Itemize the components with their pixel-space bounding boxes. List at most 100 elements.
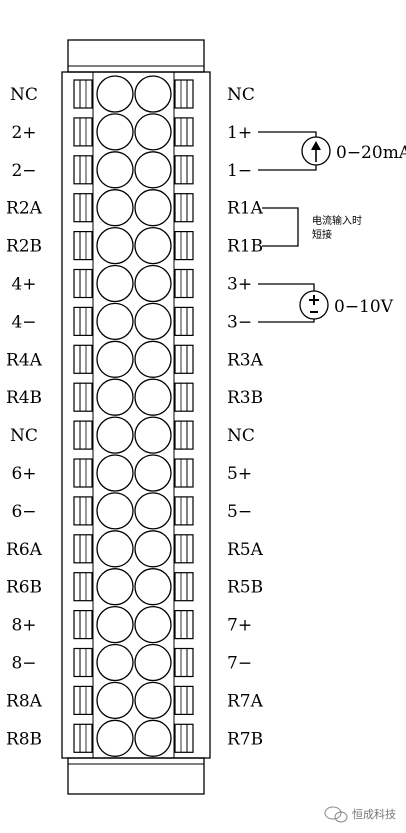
left-pin-label: R8B <box>6 729 42 749</box>
left-screw-hole <box>96 264 134 303</box>
right-pin-labels: NC1+1−R1AR1B3+3−R3AR3BNC5+5−R5AR5B7+7−R7… <box>227 85 264 749</box>
left-clamp <box>73 79 93 109</box>
left-pin-label: 2+ <box>11 123 36 143</box>
right-pin-label: R7A <box>227 691 264 711</box>
right-clamp <box>174 723 194 753</box>
left-pin-label: 6+ <box>11 464 36 484</box>
right-pin-label: 1− <box>227 161 252 181</box>
left-pin-label: 4− <box>11 312 36 332</box>
left-clamp <box>73 647 93 678</box>
terminal-row <box>73 530 194 568</box>
left-clamp <box>73 496 93 526</box>
right-pin-label: R5B <box>227 578 263 598</box>
right-pin-label: 7+ <box>227 616 252 636</box>
left-screw-hole <box>96 416 134 454</box>
terminal-row <box>73 378 194 416</box>
left-screw-hole <box>96 605 134 644</box>
left-clamp <box>73 344 93 374</box>
left-pin-label: 4+ <box>11 275 36 295</box>
left-clamp <box>73 534 93 564</box>
left-screw-hole <box>96 568 134 606</box>
left-clamp <box>73 117 93 147</box>
left-screw-hole <box>96 454 134 492</box>
left-screw-hole <box>96 226 134 265</box>
terminal-row <box>73 681 194 720</box>
left-pin-label: R8A <box>6 691 43 711</box>
terminal-row <box>73 151 194 189</box>
right-clamp <box>174 117 194 147</box>
watermark-text: 恒成科技 <box>352 807 396 821</box>
current-input-jumper: 电流输入时 短接 <box>262 207 362 247</box>
right-screw-hole <box>134 302 172 341</box>
left-clamp <box>73 193 93 223</box>
left-screw-hole <box>96 302 134 341</box>
right-clamp <box>174 572 194 602</box>
right-screw-hole <box>134 605 172 644</box>
left-screw-hole <box>96 530 134 568</box>
right-screw-hole <box>134 643 172 682</box>
right-screw-hole <box>134 530 172 568</box>
left-clamp <box>73 685 93 716</box>
terminal-rows <box>73 75 194 757</box>
right-screw-hole <box>134 75 172 113</box>
terminal-row <box>73 75 194 113</box>
right-clamp <box>174 79 194 109</box>
left-screw-hole <box>96 189 134 227</box>
right-screw-hole <box>134 189 172 227</box>
left-clamp <box>73 155 93 185</box>
left-screw-hole <box>96 113 134 151</box>
left-clamp <box>73 609 93 640</box>
right-clamp <box>174 155 194 185</box>
right-clamp <box>174 609 194 640</box>
terminal-row <box>73 226 194 265</box>
right-pin-label: 5− <box>227 502 252 522</box>
left-screw-hole <box>96 492 134 530</box>
left-clamp <box>73 268 93 299</box>
left-screw-hole <box>96 681 134 720</box>
right-clamp <box>174 382 194 412</box>
voltage-source-circuit: 0−10V <box>258 283 394 323</box>
terminal-row <box>73 113 194 151</box>
right-clamp <box>174 306 194 336</box>
right-pin-label: NC <box>227 426 255 446</box>
terminal-row <box>73 302 194 341</box>
terminal-row <box>73 264 194 303</box>
left-screw-hole <box>96 75 134 113</box>
terminal-block-bottom-cap <box>67 757 205 795</box>
left-pin-labels: NC2+2−R2AR2B4+4−R4AR4BNC6+6−R6AR6B8+8−R8… <box>6 85 43 749</box>
right-pin-label: 5+ <box>227 464 252 484</box>
terminal-row <box>73 416 194 454</box>
right-screw-hole <box>134 719 172 757</box>
jumper-note-line2: 短接 <box>312 228 332 241</box>
right-pin-label: 7− <box>227 654 252 674</box>
left-pin-label: R6B <box>6 578 42 598</box>
left-pin-label: NC <box>10 426 38 446</box>
terminal-row <box>73 189 194 227</box>
terminal-row <box>73 568 194 606</box>
right-screw-hole <box>134 264 172 303</box>
right-clamp <box>174 685 194 716</box>
right-pin-label: R3A <box>227 350 264 370</box>
right-screw-hole <box>134 340 172 378</box>
voltage-source-label: 0−10V <box>334 297 394 317</box>
terminal-row <box>73 719 194 757</box>
right-screw-hole <box>134 454 172 492</box>
left-pin-label: 2− <box>11 161 36 181</box>
right-pin-label: 3+ <box>227 275 252 295</box>
left-pin-label: R6A <box>6 540 43 560</box>
right-pin-label: 3− <box>227 312 252 332</box>
jumper-note-line1: 电流输入时 <box>312 214 362 227</box>
terminal-row <box>73 340 194 378</box>
right-screw-hole <box>134 492 172 530</box>
right-screw-hole <box>134 378 172 416</box>
terminal-row <box>73 605 194 644</box>
terminal-row <box>73 454 194 492</box>
right-screw-hole <box>134 681 172 720</box>
current-source-circuit: 0−20mA <box>258 131 406 171</box>
left-pin-label: R4A <box>6 350 43 370</box>
terminal-row <box>73 643 194 682</box>
left-clamp <box>73 572 93 602</box>
right-clamp <box>174 496 194 526</box>
wechat-logo-icon <box>324 806 348 823</box>
